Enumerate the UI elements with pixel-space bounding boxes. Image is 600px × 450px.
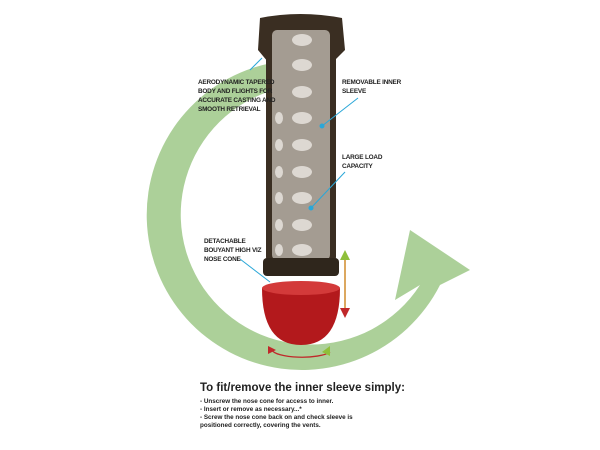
rotate-arrow-icon xyxy=(271,349,331,358)
label-inner-sleeve: Removable inner sleeve xyxy=(342,79,402,95)
arrow-down-icon xyxy=(340,308,350,318)
instructions-title: To fit/remove the inner sleeve simply: xyxy=(200,382,405,394)
nose-cone xyxy=(262,288,340,345)
instruction-item: - Unscrew the nose cone for access to in… xyxy=(200,398,334,405)
arrow-up-icon xyxy=(340,250,350,260)
label-aerodynamic: Aerodynamic tapered body and flights for… xyxy=(198,79,276,113)
instruction-item: - Screw the nose cone back on and check … xyxy=(200,414,353,429)
label-nose-cone: Detachable bouyant high viz nose cone xyxy=(204,238,262,263)
label-load-capacity: Large load capacity xyxy=(342,154,383,170)
instruction-item: - Insert or remove as necessary...* xyxy=(200,406,302,413)
feeder-body xyxy=(258,14,345,276)
instructions-list: - Unscrew the nose cone for access to in… xyxy=(200,398,380,430)
